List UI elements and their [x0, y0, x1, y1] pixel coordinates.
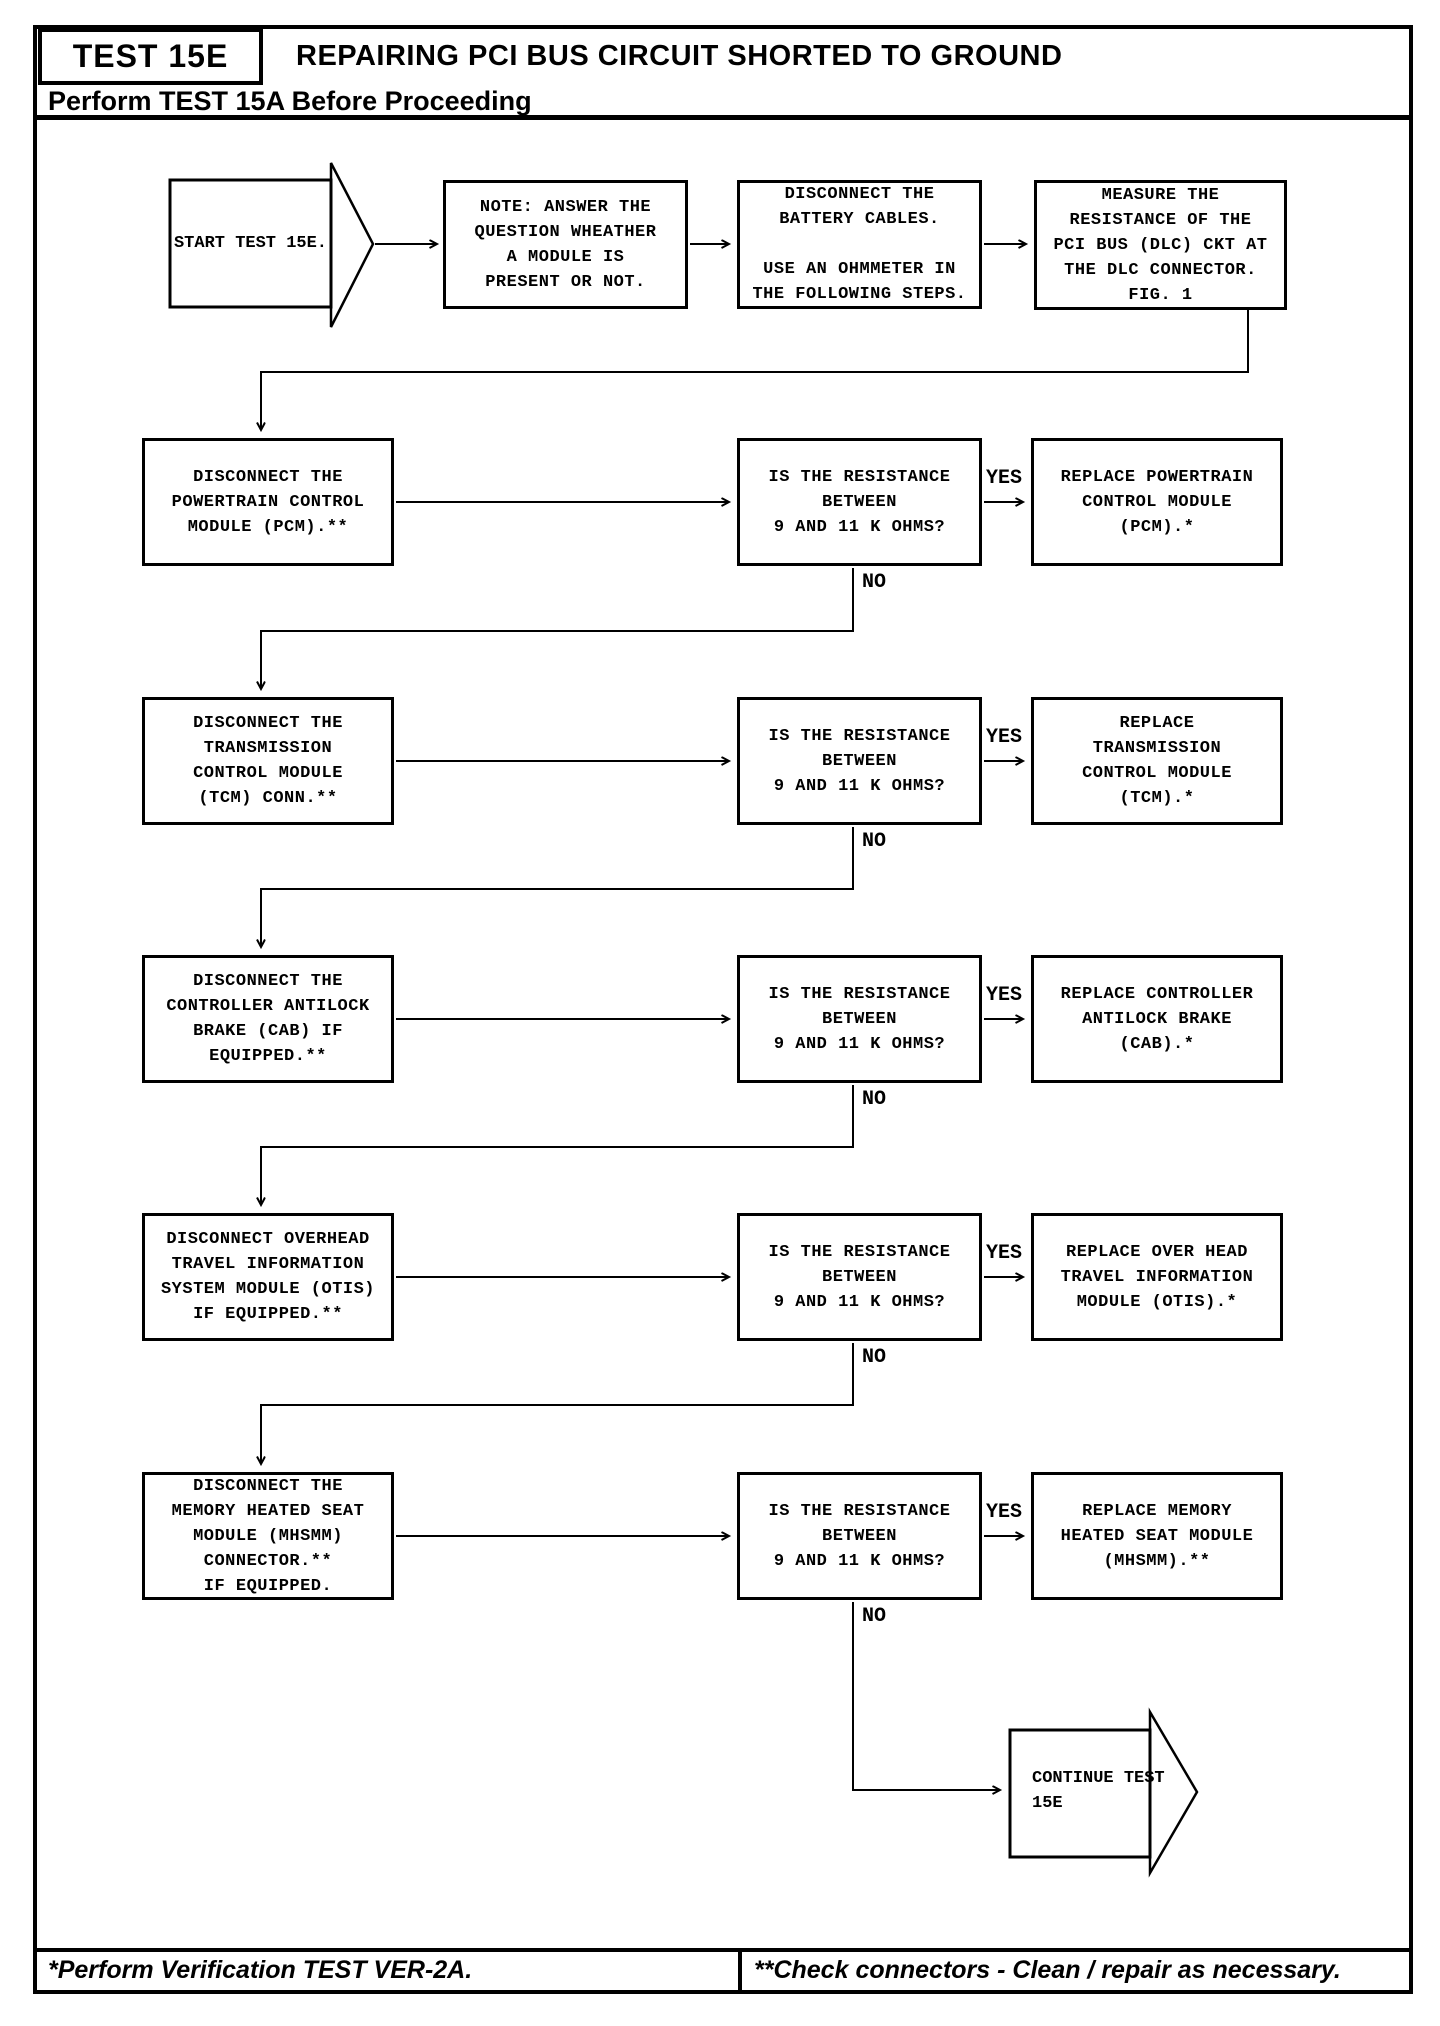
footer-note-verification: *Perform Verification TEST VER-2A.	[48, 1956, 473, 1984]
replace-mhsmm-box: REPLACE MEMORY HEATED SEAT MODULE (MHSMM…	[1031, 1472, 1283, 1600]
footer-cell-divider	[738, 1948, 742, 1994]
page-title: REPAIRING PCI BUS CIRCUIT SHORTED TO GRO…	[296, 40, 1063, 72]
note-box: NOTE: ANSWER THE QUESTION WHEATHER A MOD…	[443, 180, 688, 309]
resistance-question-box-2: IS THE RESISTANCE BETWEEN 9 AND 11 K OHM…	[737, 697, 982, 825]
footer-note-connectors: **Check connectors - Clean / repair as n…	[754, 1956, 1341, 1984]
disconnect-cab-box: DISCONNECT THE CONTROLLER ANTILOCK BRAKE…	[142, 955, 394, 1083]
disconnect-otis-box: DISCONNECT OVERHEAD TRAVEL INFORMATION S…	[142, 1213, 394, 1341]
continue-terminal-shape	[1008, 1707, 1199, 1878]
yes-label-4: YES	[986, 1242, 1023, 1265]
replace-tcm-box: REPLACE TRANSMISSION CONTROL MODULE (TCM…	[1031, 697, 1283, 825]
measure-resistance-box: MEASURE THE RESISTANCE OF THE PCI BUS (D…	[1034, 180, 1287, 310]
test-id-badge: TEST 15E	[38, 28, 263, 85]
start-terminal-shape	[168, 162, 375, 328]
no-label-3: NO	[862, 1088, 887, 1111]
disconnect-tcm-box: DISCONNECT THE TRANSMISSION CONTROL MODU…	[142, 697, 394, 825]
continue-terminal-label: CONTINUE TEST 15E	[1032, 1769, 1165, 1813]
disconnect-pcm-box: DISCONNECT THE POWERTRAIN CONTROL MODULE…	[142, 438, 394, 566]
yes-label-2: YES	[986, 726, 1023, 749]
footer-divider	[33, 1948, 1413, 1952]
page-border	[33, 25, 1413, 1994]
resistance-question-box-4: IS THE RESISTANCE BETWEEN 9 AND 11 K OHM…	[737, 1213, 982, 1341]
no-label-2: NO	[862, 830, 887, 853]
disconnect-mhsmm-box: DISCONNECT THE MEMORY HEATED SEAT MODULE…	[142, 1472, 394, 1600]
yes-label-5: YES	[986, 1501, 1023, 1524]
yes-label-1: YES	[986, 467, 1023, 490]
yes-label-3: YES	[986, 984, 1023, 1007]
start-terminal-label: START TEST 15E.	[173, 234, 328, 253]
resistance-question-box-3: IS THE RESISTANCE BETWEEN 9 AND 11 K OHM…	[737, 955, 982, 1083]
no-label-4: NO	[862, 1346, 887, 1369]
replace-cab-box: REPLACE CONTROLLER ANTILOCK BRAKE (CAB).…	[1031, 955, 1283, 1083]
replace-otis-box: REPLACE OVER HEAD TRAVEL INFORMATION MOD…	[1031, 1213, 1283, 1341]
resistance-question-box-1: IS THE RESISTANCE BETWEEN 9 AND 11 K OHM…	[737, 438, 982, 566]
disconnect-battery-box: DISCONNECT THE BATTERY CABLES. USE AN OH…	[737, 180, 982, 309]
resistance-question-box-5: IS THE RESISTANCE BETWEEN 9 AND 11 K OHM…	[737, 1472, 982, 1600]
header-divider	[33, 115, 1413, 120]
replace-pcm-box: REPLACE POWERTRAIN CONTROL MODULE (PCM).…	[1031, 438, 1283, 566]
page-subtitle: Perform TEST 15A Before Proceeding	[48, 86, 532, 116]
no-label-5: NO	[862, 1605, 887, 1628]
no-label-1: NO	[862, 571, 887, 594]
